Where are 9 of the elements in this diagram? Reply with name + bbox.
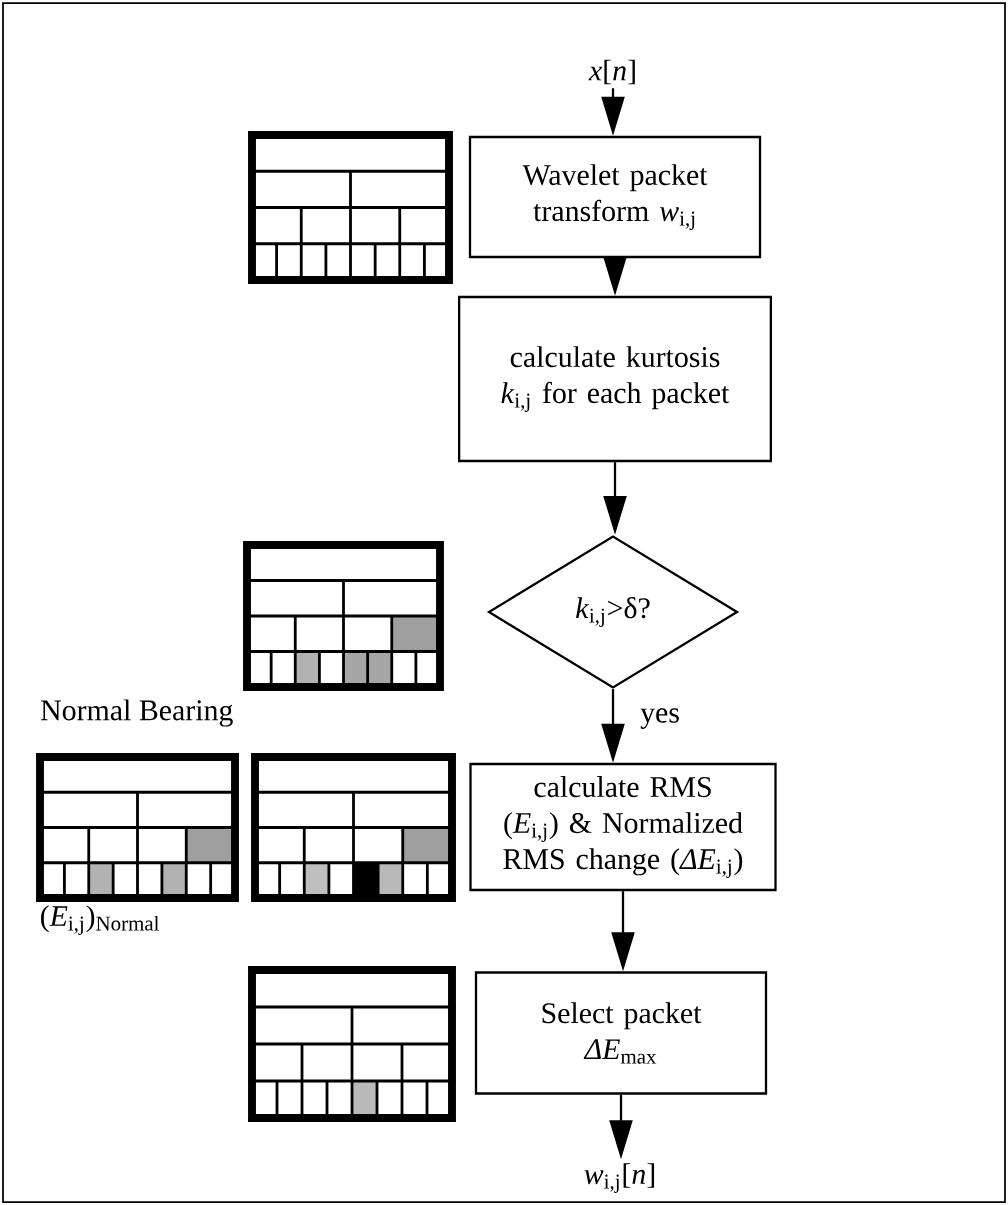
process-box: calculate RMS (E$_{i,j}$) & Normalized RMS change (ΔE$_{i,j}$) [469,762,777,892]
caption-text: (E$_{i,j}$)$_{Normal}$ [41,905,160,935]
signal-label: x[n] [588,59,635,85]
signal-label: w$_{i,j}$[n] [584,1163,655,1193]
edge-label: yes [638,706,682,731]
process-box: calculate kurtosis k$_{i,j}$ for each packet [458,295,772,463]
caption-text: Normal Bearing [40,699,233,727]
process-box: Select packet ΔE$_{max}$ [474,971,768,1095]
process-box: Wavelet packet transform w$_{i,j}$ [468,135,762,259]
